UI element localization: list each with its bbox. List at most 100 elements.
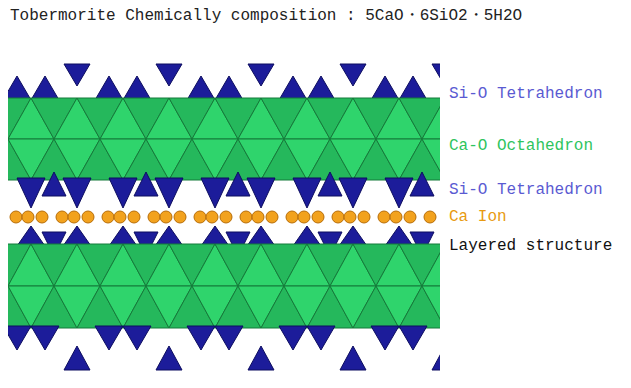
ca-ion	[174, 211, 186, 223]
ca-ion	[358, 211, 370, 223]
si-o-tetrahedron	[123, 326, 151, 350]
si-o-tetrahedron	[340, 346, 366, 370]
bridging-tetrahedron	[42, 172, 66, 196]
ca-ion	[390, 211, 402, 223]
si-o-tetrahedron	[307, 326, 335, 350]
ca-ion	[404, 211, 416, 223]
ca-ion	[160, 211, 172, 223]
tetrahedron-down	[371, 326, 399, 350]
ca-ion	[252, 211, 264, 223]
structure-label: Layered structure	[449, 236, 612, 256]
bridging-tetrahedron	[64, 64, 90, 86]
si-o-tetrahedron	[156, 346, 182, 370]
tetrahedron-down	[279, 326, 307, 350]
si-o-tetrahedron	[95, 76, 123, 100]
ca-ion	[194, 211, 206, 223]
ca-o-octahedron	[422, 286, 440, 328]
octahedral-layer	[8, 98, 440, 180]
tetrahedron-down	[293, 178, 321, 208]
tetrahedron-down	[215, 326, 243, 350]
ca-o-octahedron	[422, 139, 440, 180]
si-o-tetrahedron	[31, 76, 59, 100]
tetrahedron-up	[371, 76, 399, 100]
tetrahedron-down	[95, 326, 123, 350]
bridging-tetrahedron	[410, 172, 434, 196]
bridging-tetrahedron	[64, 346, 90, 370]
tetrahedron-down	[247, 178, 275, 208]
si-o-tetrahedron	[399, 76, 427, 100]
si-o-tetrahedron	[123, 76, 151, 100]
tetrahedron-down	[8, 326, 31, 350]
si-o-tetrahedron	[371, 76, 399, 100]
label-holder: Ca-O Octahedron	[449, 136, 593, 156]
si-o-tetrahedron	[247, 178, 275, 208]
structure-label: Ca-O Octahedron	[449, 136, 593, 156]
tetrahedron-up	[399, 76, 427, 100]
tetrahedron-down	[339, 178, 367, 208]
si-o-tetrahedron	[432, 346, 440, 370]
ca-ion	[424, 211, 436, 223]
label-holder: Si-O Tetrahedron	[449, 84, 603, 104]
structure-label: Si-O Tetrahedron	[449, 84, 603, 104]
ca-ion	[148, 211, 160, 223]
bridging-tetrahedron	[340, 64, 366, 86]
ca-ion	[332, 211, 344, 223]
si-o-tetrahedron	[279, 76, 307, 100]
ca-ion	[36, 211, 48, 223]
tetrahedron-down	[109, 178, 137, 208]
si-o-tetrahedron	[187, 76, 215, 100]
tetrahedron-up	[95, 76, 123, 100]
bridging-tetrahedron	[432, 346, 440, 370]
ca-ion	[22, 211, 34, 223]
tetrahedron-up	[31, 76, 59, 100]
si-o-tetrahedron	[339, 178, 367, 208]
tetrahedron-up	[187, 76, 215, 100]
ca-ion	[312, 211, 324, 223]
ca-ion	[240, 211, 252, 223]
si-o-tetrahedron	[187, 326, 215, 350]
si-o-tetrahedron	[215, 326, 243, 350]
si-o-tetrahedron	[95, 326, 123, 350]
label-holder: Ca Ion	[449, 207, 507, 227]
ca-ion	[114, 211, 126, 223]
si-o-tetrahedron	[17, 178, 45, 208]
ca-ion	[298, 211, 310, 223]
ca-ion	[82, 211, 94, 223]
tetrahedron-up	[279, 76, 307, 100]
si-o-tetrahedron	[307, 76, 335, 100]
structure-label: Ca Ion	[449, 207, 507, 227]
bridging-tetrahedron	[226, 172, 250, 196]
ca-ion	[56, 211, 68, 223]
octahedral-layer	[8, 244, 440, 328]
bridging-tetrahedron	[248, 64, 274, 86]
ca-o-octahedron	[422, 244, 440, 286]
si-o-tetrahedron	[293, 178, 321, 208]
si-o-tetrahedron	[215, 76, 243, 100]
tetrahedron-down	[201, 178, 229, 208]
bridging-tetrahedron	[248, 346, 274, 370]
ca-ion	[220, 211, 232, 223]
si-o-tetrahedron	[410, 172, 434, 196]
si-o-tetrahedron	[156, 64, 182, 86]
si-o-tetrahedron	[64, 346, 90, 370]
tetrahedron-up	[123, 76, 151, 100]
si-o-tetrahedron	[63, 178, 91, 208]
bridging-tetrahedron	[156, 346, 182, 370]
label-holder: Layered structure	[449, 236, 612, 256]
tetrahedron-down	[123, 326, 151, 350]
si-o-tetrahedron	[432, 64, 440, 86]
title: Tobermorite Chemically composition : 5Ca…	[10, 6, 522, 26]
tetrahedron-up	[307, 76, 335, 100]
bridging-tetrahedron	[156, 64, 182, 86]
ca-o-octahedron	[422, 98, 440, 139]
bridging-tetrahedron	[134, 172, 158, 196]
si-o-tetrahedron	[340, 64, 366, 86]
tetrahedron-down	[155, 178, 183, 208]
tetrahedron-down	[31, 326, 59, 350]
tetrahedron-up	[215, 76, 243, 100]
ca-ion-row	[10, 211, 436, 223]
si-o-tetrahedron	[279, 326, 307, 350]
si-o-tetrahedron	[248, 346, 274, 370]
si-o-tetrahedron	[399, 326, 427, 350]
si-o-tetrahedron	[248, 64, 274, 86]
